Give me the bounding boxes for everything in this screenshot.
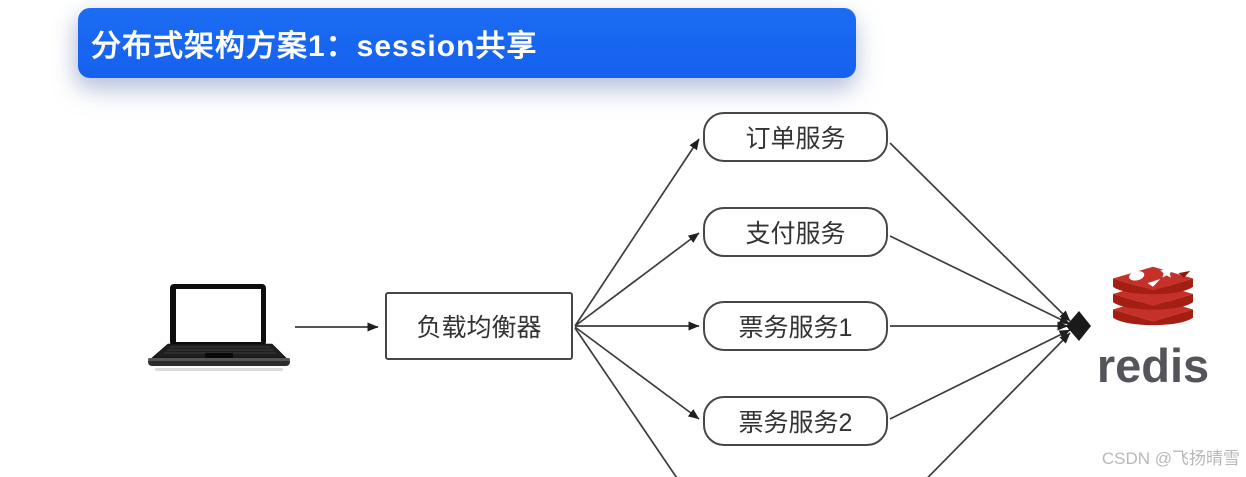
arrow-payment-service-to-redis <box>889 235 1071 325</box>
service-label: 订单服务 <box>745 125 846 153</box>
arrow-convergence-point <box>1066 311 1091 341</box>
service-node-payment: 支付服务 <box>703 207 888 257</box>
watermark: CSDN @飞扬晴雪 <box>1101 449 1240 468</box>
laptop-icon <box>148 284 290 371</box>
service-node-ticket-1: 票务服务1 <box>703 301 888 351</box>
redis-logo-icon <box>1113 265 1193 326</box>
service-label: 票务服务2 <box>738 409 853 437</box>
service-node-order: 订单服务 <box>703 112 888 162</box>
service-label: 票务服务1 <box>738 314 853 342</box>
redis-wordmark: redis <box>1096 339 1210 392</box>
arrow-offscreen-service-to-redis <box>927 332 1071 477</box>
load-balancer-label: 负载均衡器 <box>416 314 542 342</box>
arrow-lb-to-offscreen-service <box>574 327 678 477</box>
page-title: 分布式架构方案1：session共享 <box>91 30 538 63</box>
redis-node: redis <box>1088 264 1218 389</box>
arrow-lb-to-order-service <box>574 138 700 327</box>
arrow-lb-to-ticket-service-2 <box>574 326 700 420</box>
arrow-ticket-service-2-to-redis <box>889 329 1071 420</box>
service-node-ticket-2: 票务服务2 <box>703 396 888 446</box>
title-banner: 分布式架构方案1：session共享 <box>78 8 856 78</box>
load-balancer-node: 负载均衡器 <box>385 292 573 360</box>
arrow-order-service-to-redis <box>889 142 1071 322</box>
service-label: 支付服务 <box>745 220 846 248</box>
arrow-lb-to-payment-service <box>574 232 700 327</box>
